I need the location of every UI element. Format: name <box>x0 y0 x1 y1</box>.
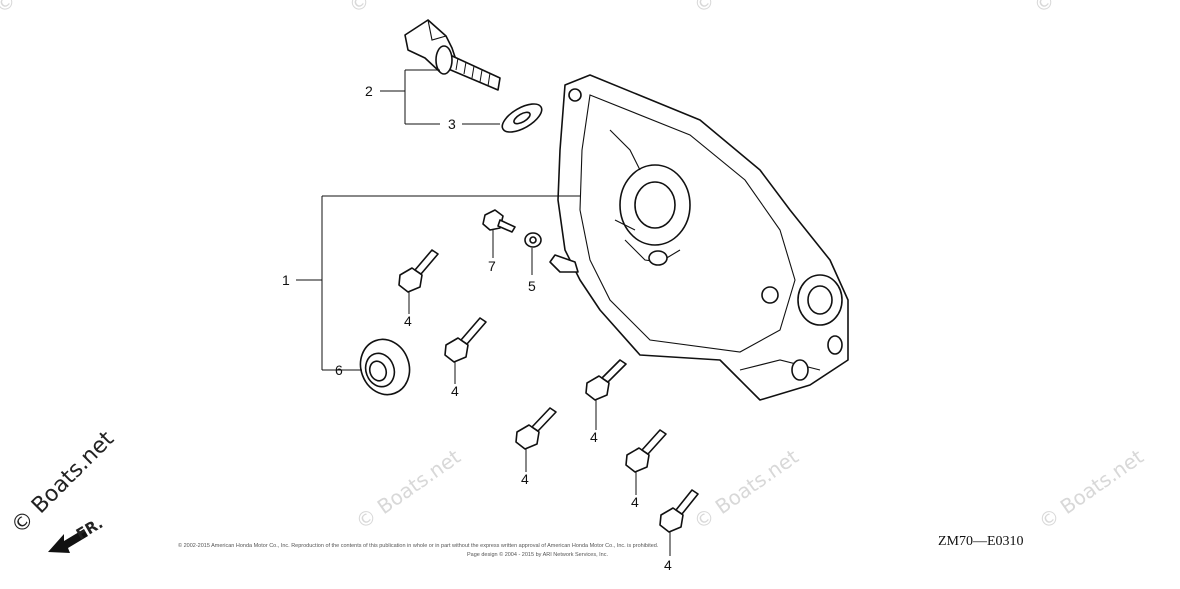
watermark-right-mid: © Boats.net <box>689 444 803 534</box>
callout-4: 4 <box>451 383 459 399</box>
callout-4: 4 <box>404 313 412 329</box>
oil-filler-cap-part <box>404 19 501 91</box>
callout-6: 6 <box>335 362 343 378</box>
watermark-top-row: © © © © <box>0 0 1059 18</box>
callout-1: 1 <box>282 272 290 288</box>
flange-bolt-part <box>444 317 487 363</box>
callout-3: 3 <box>448 116 456 132</box>
callout-2: 2 <box>365 83 373 99</box>
callout-4: 4 <box>664 557 672 573</box>
watermark-mid: © Boats.net <box>351 444 465 534</box>
flange-bolt-part <box>585 359 627 401</box>
svg-text:©: © <box>0 0 20 18</box>
oil-seal-part <box>359 338 411 396</box>
flange-bolt-part <box>398 249 439 293</box>
flange-bolt-part <box>515 407 557 450</box>
o-ring-part <box>501 103 543 133</box>
flange-bolt-part <box>659 489 699 533</box>
callout-4: 4 <box>521 471 529 487</box>
small-bolt-part <box>482 209 516 233</box>
copyright-line-1: © 2002-2015 American Honda Motor Co., In… <box>178 542 659 549</box>
callout-4: 4 <box>590 429 598 445</box>
crankcase-cover-part <box>549 74 849 401</box>
copyright-line-2: Page design © 2004 - 2015 by ARI Network… <box>467 551 608 558</box>
washer-part <box>524 232 542 248</box>
svg-text:©: © <box>689 0 719 18</box>
watermark-right: © Boats.net <box>1034 444 1148 534</box>
diagram-code: ZM70—E0310 <box>938 534 1024 549</box>
watermark-logo: © Boats.net <box>7 426 120 539</box>
flange-bolt-part <box>625 429 667 473</box>
callout-5: 5 <box>528 278 536 294</box>
callout-7: 7 <box>488 258 496 274</box>
svg-text:©: © <box>344 0 374 18</box>
front-arrow-icon <box>48 529 88 553</box>
svg-text:©: © <box>1029 0 1059 18</box>
callout-4: 4 <box>631 494 639 510</box>
leader-lines <box>296 69 671 556</box>
